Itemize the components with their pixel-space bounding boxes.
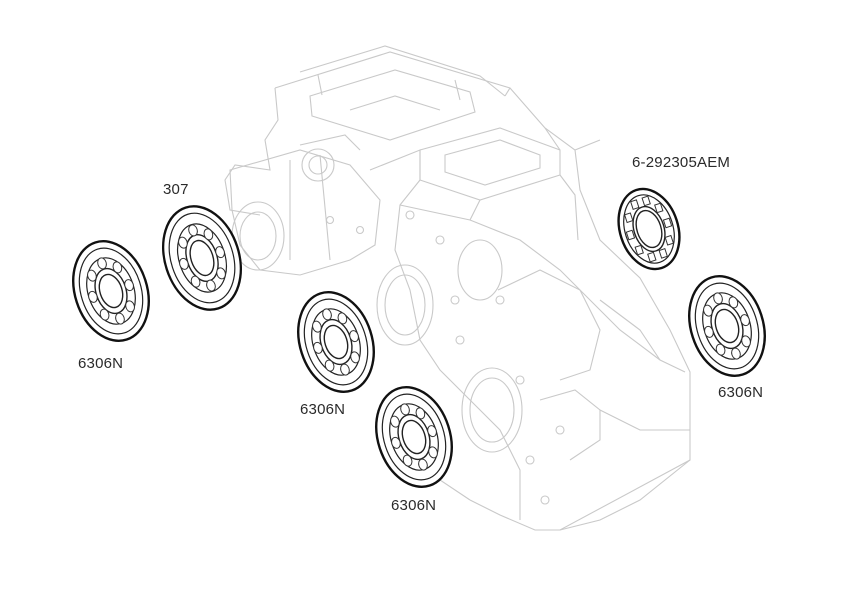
label-6306n-left: 6306N: [78, 355, 124, 372]
ball: [703, 304, 713, 317]
label-6306n-center: 6306N: [300, 401, 346, 418]
ball: [179, 257, 189, 270]
roller: [664, 234, 674, 246]
roller: [647, 251, 657, 263]
bearing-6306n-right: [688, 275, 766, 377]
roller: [630, 199, 640, 210]
ball: [203, 228, 214, 241]
ball: [190, 275, 201, 288]
ball: [125, 300, 135, 313]
ball: [340, 363, 350, 376]
roller: [641, 195, 651, 207]
ball: [391, 436, 401, 449]
roller: [654, 202, 664, 214]
ball: [87, 269, 97, 282]
roller: [634, 244, 644, 256]
ball: [428, 446, 438, 459]
bearing-6-292305aem: [617, 187, 681, 271]
ball: [402, 454, 413, 467]
ball: [400, 403, 410, 416]
roller: [662, 217, 673, 229]
ball: [324, 359, 335, 372]
ball: [390, 415, 400, 428]
ball: [704, 325, 714, 338]
ball: [215, 246, 225, 259]
ball: [115, 312, 125, 325]
roller: [624, 212, 634, 224]
ball: [99, 308, 110, 321]
ball: [124, 279, 134, 292]
bearing-307: [161, 205, 243, 311]
ball: [418, 458, 428, 471]
ball: [713, 292, 723, 305]
ball: [188, 224, 198, 237]
ball: [741, 335, 751, 348]
ball: [740, 314, 750, 327]
gearbox-housing: [224, 45, 691, 531]
ball: [715, 343, 726, 356]
ball: [312, 320, 322, 333]
label-6306n-right: 6306N: [718, 384, 764, 401]
ball: [350, 351, 360, 364]
ball: [322, 308, 332, 321]
bearing-6306n-left: [72, 240, 150, 342]
ball: [731, 347, 741, 360]
label-6306n-bottom: 6306N: [391, 497, 437, 514]
ball: [216, 267, 226, 280]
ball: [88, 290, 98, 303]
roller: [658, 248, 668, 259]
ball: [349, 330, 359, 343]
ball: [427, 425, 437, 438]
roller: [625, 229, 636, 241]
ball: [415, 407, 426, 420]
ball: [337, 312, 348, 325]
bearing-6306n-bottom: [375, 386, 453, 488]
ball: [206, 279, 216, 292]
ball: [97, 257, 107, 270]
ball: [313, 341, 323, 354]
label-307: 307: [163, 181, 189, 198]
ball: [178, 236, 188, 249]
ball: [728, 296, 739, 309]
bearing-6306n-center: [297, 291, 375, 393]
ball: [112, 261, 123, 274]
label-6-292305aem: 6-292305AEM: [632, 154, 731, 171]
